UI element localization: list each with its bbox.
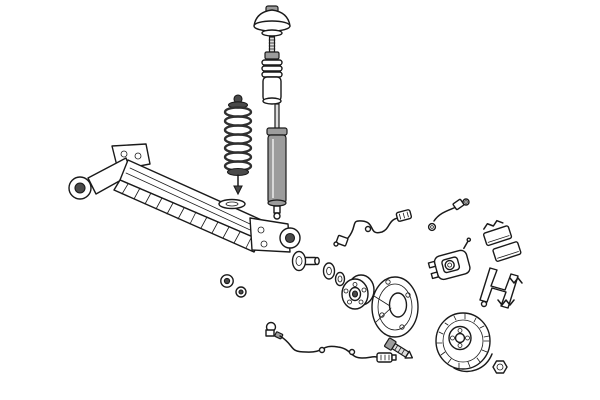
shock-absorber-icon	[266, 103, 288, 220]
brake-caliper-icon	[427, 237, 472, 281]
bearing-rings-icon	[322, 262, 346, 287]
wheel-hub-icon	[341, 274, 375, 310]
bump-stop-icon	[261, 59, 283, 105]
brake-pads-icon	[482, 219, 522, 262]
brake-hose-icon	[427, 198, 470, 232]
caliper-bracket-icon	[479, 267, 523, 309]
splash-shield-icon	[371, 276, 419, 338]
wheel-bolt-icon	[384, 337, 414, 359]
stub-axle-icon	[291, 250, 320, 272]
hub-nut-icon	[492, 360, 508, 374]
axle-beam-icon	[68, 143, 301, 253]
abs-cable-lower-icon	[265, 321, 397, 363]
coil-spring-icon	[223, 94, 253, 196]
bushings-icon	[220, 274, 247, 298]
abs-cable-upper-icon	[333, 209, 413, 247]
brake-disc-icon	[435, 312, 493, 373]
threaded-stud-icon	[264, 36, 280, 60]
strut-mount-icon	[253, 5, 291, 37]
